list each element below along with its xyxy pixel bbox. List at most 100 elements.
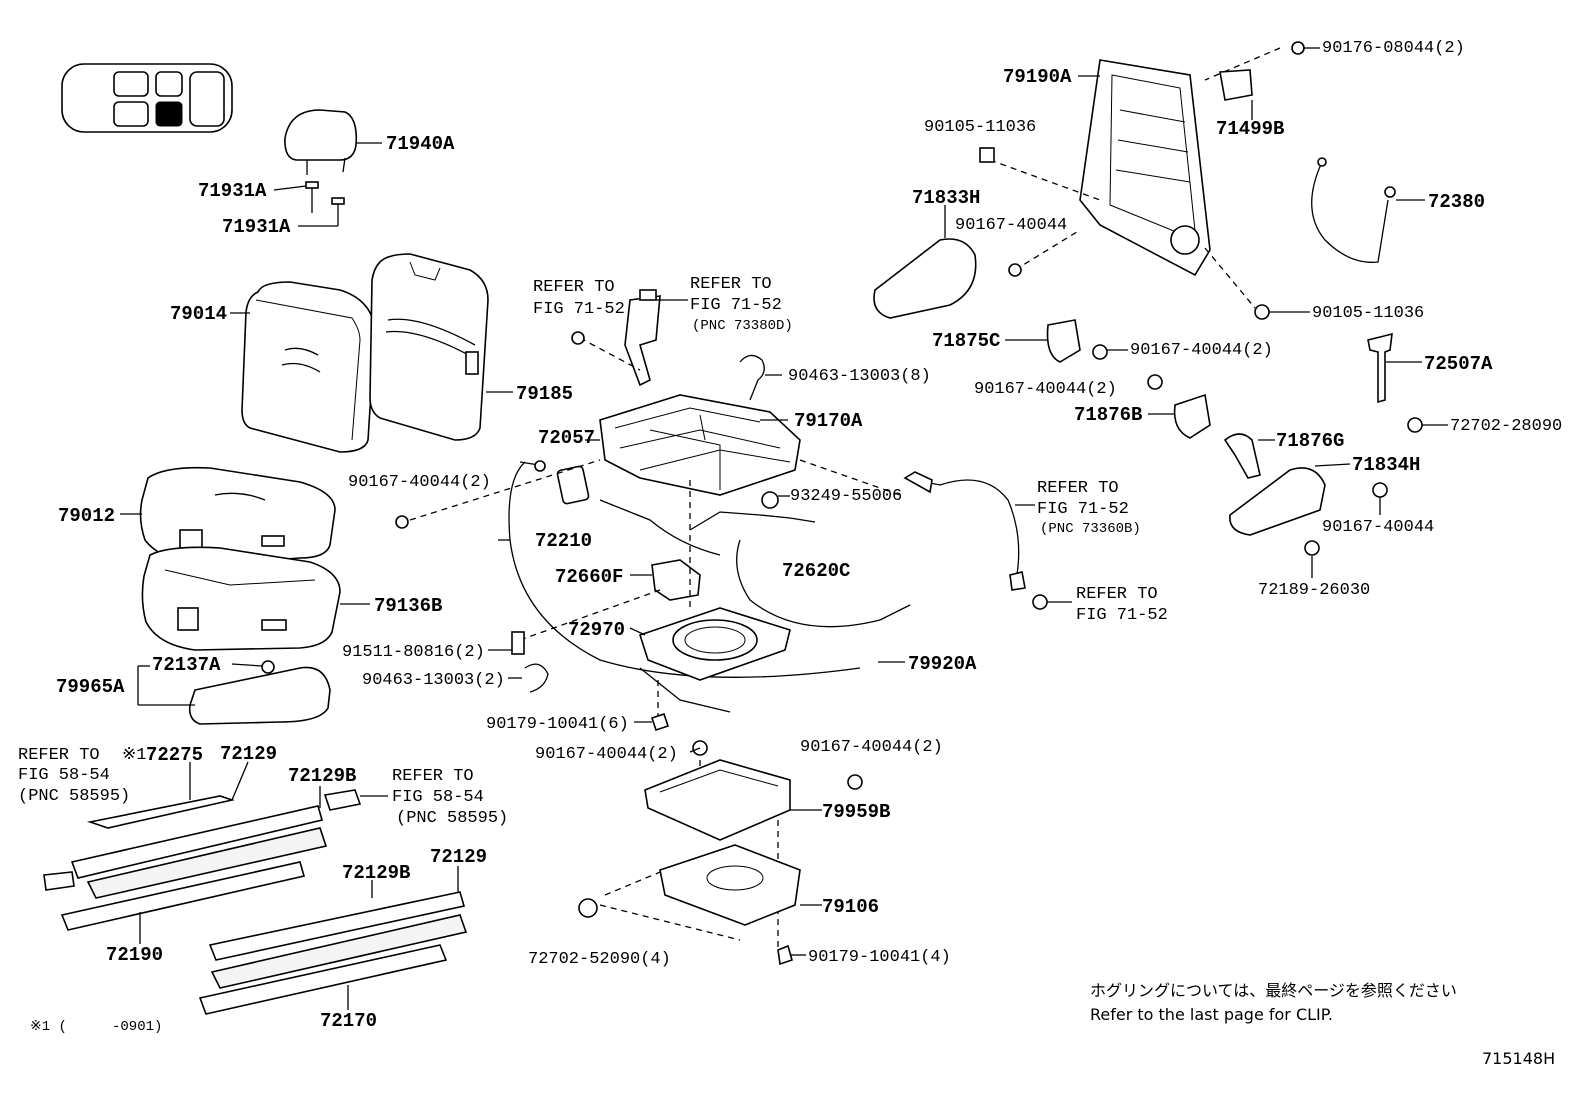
seatback-cover-drawing (230, 281, 376, 453)
cushion-pad-drawing (141, 546, 370, 651)
refer-note: (PNC 58595) (396, 809, 508, 828)
bolt-icon (1147, 374, 1163, 390)
refer-note: FIG 58-54 (18, 766, 110, 785)
bolt-icon (1092, 344, 1108, 360)
label-90167-40044: 90167-40044(2) (800, 738, 943, 757)
bolt-icon (1407, 417, 1423, 433)
refer-note: FIG 71-52 (690, 296, 782, 315)
label-71940A: 71940A (386, 133, 455, 155)
label-90463-13003: 90463-13003(8) (788, 367, 931, 386)
label-79014: 79014 (170, 303, 227, 325)
bolt-icon (395, 515, 409, 529)
clip-note-en: Refer to the last page for CLIP. (1090, 1005, 1333, 1024)
guide-lines (409, 459, 901, 950)
seatback-pad-drawing (369, 253, 513, 441)
label-79959B: 79959B (822, 801, 890, 823)
bolt-icon (1254, 304, 1270, 320)
refer-note: FIG 58-54 (392, 788, 484, 807)
label-90105-11036: 90105-11036 (1312, 304, 1424, 323)
label-79012: 79012 (58, 505, 115, 527)
label-72620C: 72620C (782, 560, 850, 582)
label-72660F: 72660F (555, 566, 623, 588)
label-71834H: 71834H (1352, 454, 1420, 476)
footnote-marker: ※1 ( (30, 1019, 67, 1035)
label-72057: 72057 (538, 427, 595, 449)
selected-seat-marker (155, 101, 183, 127)
label-71499B: 71499B (1216, 118, 1284, 140)
part-72057-drawing (556, 439, 600, 505)
label-71833H: 71833H (912, 187, 980, 209)
refer-note: FIG 71-52 (1037, 500, 1129, 519)
cable-72380-drawing (1311, 157, 1425, 263)
label-79106: 79106 (822, 896, 879, 918)
label-72129: 72129 (430, 846, 487, 868)
cable-assembly-drawing (498, 460, 911, 713)
seat-rails-drawing (43, 761, 468, 1015)
belt-buckle-drawing (571, 289, 688, 387)
label-71931A: 71931A (198, 180, 267, 202)
seatback-frame-drawing (1078, 59, 1253, 277)
label-79170A: 79170A (794, 410, 863, 432)
clip-8-drawing (739, 354, 782, 401)
label-79185: 79185 (516, 383, 573, 405)
seat-locator-icon (61, 63, 233, 133)
clip-note-jp: ホグリングについては、最終ページを参照ください (1090, 981, 1457, 1000)
label-72380: 72380 (1428, 191, 1485, 213)
label-79136B: 79136B (374, 595, 442, 617)
label-71876B: 71876B (1074, 404, 1142, 426)
cushion-trim-drawing (137, 660, 331, 725)
bolt-icon (979, 147, 995, 163)
label-72702-28090: 72702-28090 (1450, 417, 1562, 436)
base-79106-drawing (578, 844, 822, 966)
label-90167-40044: 90167-40044 (955, 216, 1067, 235)
refer-note: (PNC 73360B) (1040, 521, 1141, 537)
label-72129B: 72129B (288, 765, 356, 787)
label-90179-10041: 90179-10041(6) (486, 715, 629, 734)
strap-72507A-drawing (1367, 332, 1422, 404)
label-71876G: 71876G (1276, 430, 1344, 452)
label-71875C: 71875C (932, 330, 1000, 352)
label-72190: 72190 (106, 944, 163, 966)
figure-id: 715148H (1482, 1049, 1555, 1068)
label-79920A: 79920A (908, 653, 977, 675)
seat-frame-drawing (599, 394, 801, 496)
label-79965A: 79965A (56, 676, 125, 698)
label-90179-10041: 90179-10041(4) (808, 948, 951, 967)
label-72275: 72275 (146, 744, 203, 766)
nut-icon (650, 712, 670, 732)
label-72970: 72970 (568, 619, 625, 641)
label-72129B: 72129B (342, 862, 410, 884)
label-90167-40044: 90167-40044 (1322, 518, 1434, 537)
bolt-icon (1008, 263, 1022, 277)
label-72129: 72129 (220, 743, 277, 765)
label-90176-08044: 90176-08044(2) (1322, 39, 1465, 58)
refer-note: (PNC 58595) (18, 787, 130, 806)
refer-note: (PNC 73380D) (692, 318, 793, 334)
label-72702-52090: 72702-52090(4) (528, 950, 671, 969)
fasteners-right (761, 41, 1448, 610)
label-90167-40044: 90167-40044(2) (348, 473, 491, 492)
label-79190A: 79190A (1003, 66, 1072, 88)
label-72137A: 72137A (152, 654, 221, 676)
guide-lines-right (989, 47, 1281, 309)
refer-note: REFER TO (533, 278, 615, 297)
covers-drawing (873, 205, 1351, 536)
label-93249-55006: 93249-55006 (790, 487, 902, 506)
part-72660F-drawing (630, 559, 701, 601)
refer-note: REFER TO (392, 767, 474, 786)
label-71931A: 71931A (222, 216, 291, 238)
label-90463-13003: 90463-13003(2) (362, 671, 505, 690)
refer-note: REFER TO (1037, 479, 1119, 498)
bolt-icon (1304, 540, 1320, 556)
label-90167-40044: 90167-40044(2) (535, 745, 678, 764)
label-90105-11036: 90105-11036 (924, 118, 1036, 137)
label-72507A: 72507A (1424, 353, 1493, 375)
seat-belt-drawing (903, 471, 1072, 603)
bolt-icon (1372, 482, 1388, 498)
refer-note: REFER TO (18, 746, 100, 765)
label-72170: 72170 (320, 1010, 377, 1032)
bracket-79959B-drawing (644, 740, 863, 841)
refer-note: FIG 71-52 (533, 300, 625, 319)
label-90167-40044: 90167-40044(2) (974, 380, 1117, 399)
